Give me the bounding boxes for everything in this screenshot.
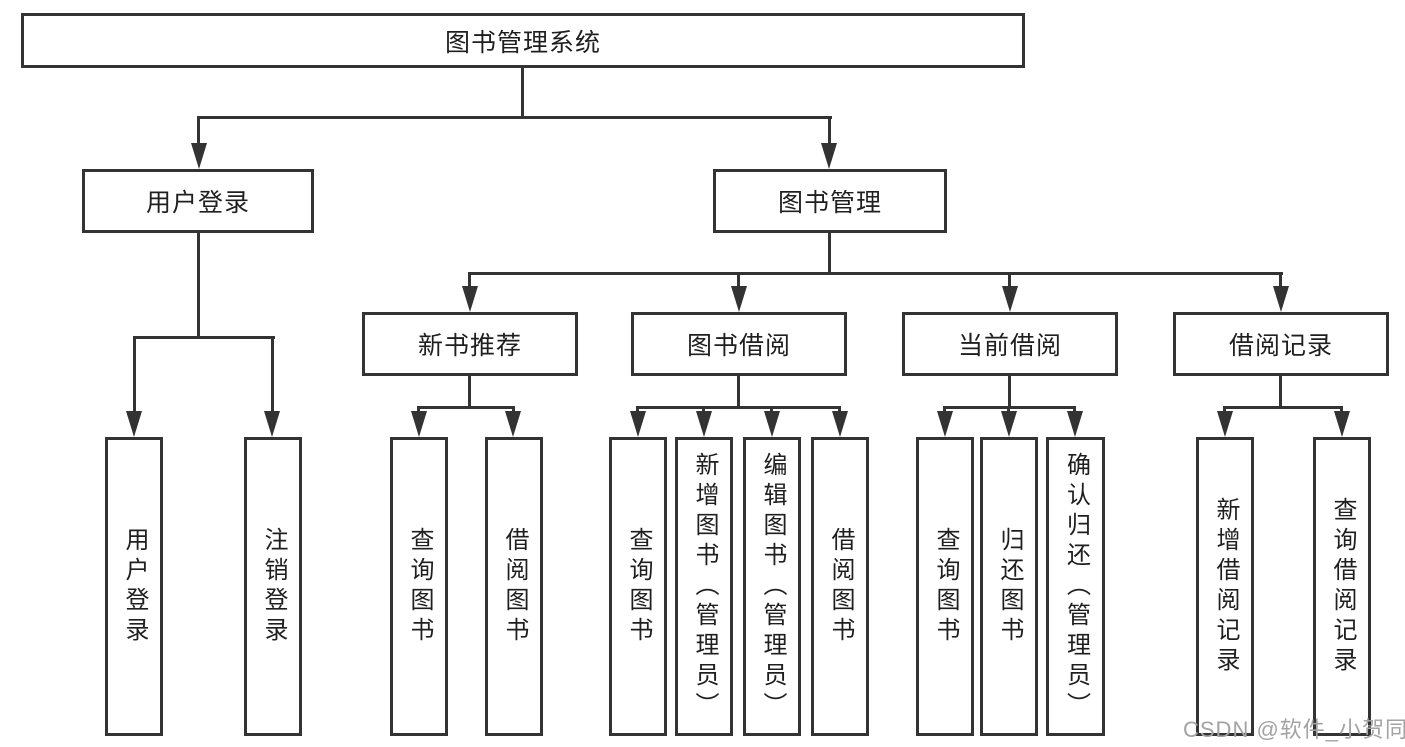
arrow-down-icon (1273, 286, 1289, 312)
arrow-down-icon (630, 411, 646, 437)
node-borrowing-records: 借阅记录 (1173, 312, 1389, 376)
connector-records-horizontal (1223, 406, 1343, 409)
arrow-down-icon (1002, 286, 1018, 312)
leaf-confirm-return-admin: 确认归还（管理员） (1046, 437, 1105, 736)
connector-mgmt-stub (828, 233, 831, 274)
arrow-down-icon (264, 411, 280, 437)
node-book-borrowing: 图书借阅 (631, 312, 847, 376)
watermark-text: CSDN @软件_小贺同学 (1183, 717, 1405, 742)
leaf-user-login: 用户登录 (105, 437, 163, 736)
arrow-down-icon (821, 143, 837, 169)
node-new-book-recommendation: 新书推荐 (362, 312, 578, 376)
connector-root-stub (521, 68, 524, 118)
leaf-query-books: 查询图书 (916, 437, 974, 736)
connector-login-stub (197, 233, 200, 338)
arrow-down-icon (505, 411, 521, 437)
connector-mgmt-shaft (468, 272, 471, 290)
connector-mgmt-shaft (737, 272, 740, 290)
leaf-return-books: 归还图书 (980, 437, 1038, 736)
connector-borrow-stub (737, 376, 740, 408)
connector-mgmt-shaft (1279, 272, 1282, 290)
arrow-down-icon (1067, 411, 1083, 437)
connector-login-right-shaft (271, 336, 274, 414)
arrow-down-icon (832, 411, 848, 437)
connector-recommend-stub (468, 376, 471, 408)
connector-current-stub (1008, 376, 1011, 408)
leaf-add-books-admin: 新增图书（管理员） (675, 437, 733, 736)
leaf-query-borrow-record: 查询借阅记录 (1313, 437, 1371, 736)
connector-mgmt-shaft (1008, 272, 1011, 290)
connector-login-horizontal (133, 336, 275, 339)
arrow-down-icon (696, 411, 712, 437)
arrow-down-icon (1217, 411, 1233, 437)
connector-root-horizontal (197, 116, 832, 119)
connector-mgmt-horizontal (468, 272, 1283, 275)
leaf-logout: 注销登录 (244, 437, 302, 736)
arrow-down-icon (937, 411, 953, 437)
leaf-borrow-books: 借阅图书 (485, 437, 543, 736)
arrow-down-icon (1334, 411, 1350, 437)
arrow-down-icon (731, 286, 747, 312)
connector-login-left-shaft (133, 336, 136, 414)
connector-root-left-shaft (197, 116, 200, 150)
leaf-borrow-books: 借阅图书 (811, 437, 869, 736)
arrow-down-icon (1001, 411, 1017, 437)
leaf-query-books: 查询图书 (609, 437, 667, 736)
node-user-login: 用户登录 (82, 169, 314, 233)
connector-recommend-horizontal (417, 406, 515, 409)
node-book-management: 图书管理 (713, 169, 947, 233)
connector-records-stub (1279, 376, 1282, 408)
node-current-borrowing: 当前借阅 (902, 312, 1118, 376)
arrow-down-icon (462, 286, 478, 312)
leaf-query-books: 查询图书 (390, 437, 448, 736)
leaf-add-borrow-record: 新增借阅记录 (1196, 437, 1254, 736)
arrow-down-icon (411, 411, 427, 437)
connector-borrow-horizontal (636, 406, 841, 409)
arrow-down-icon (126, 411, 142, 437)
arrow-down-icon (764, 411, 780, 437)
arrow-down-icon (191, 143, 207, 169)
connector-root-right-shaft (828, 116, 831, 150)
node-library-management-system: 图书管理系统 (21, 13, 1025, 68)
leaf-edit-books-admin: 编辑图书（管理员） (743, 437, 801, 736)
